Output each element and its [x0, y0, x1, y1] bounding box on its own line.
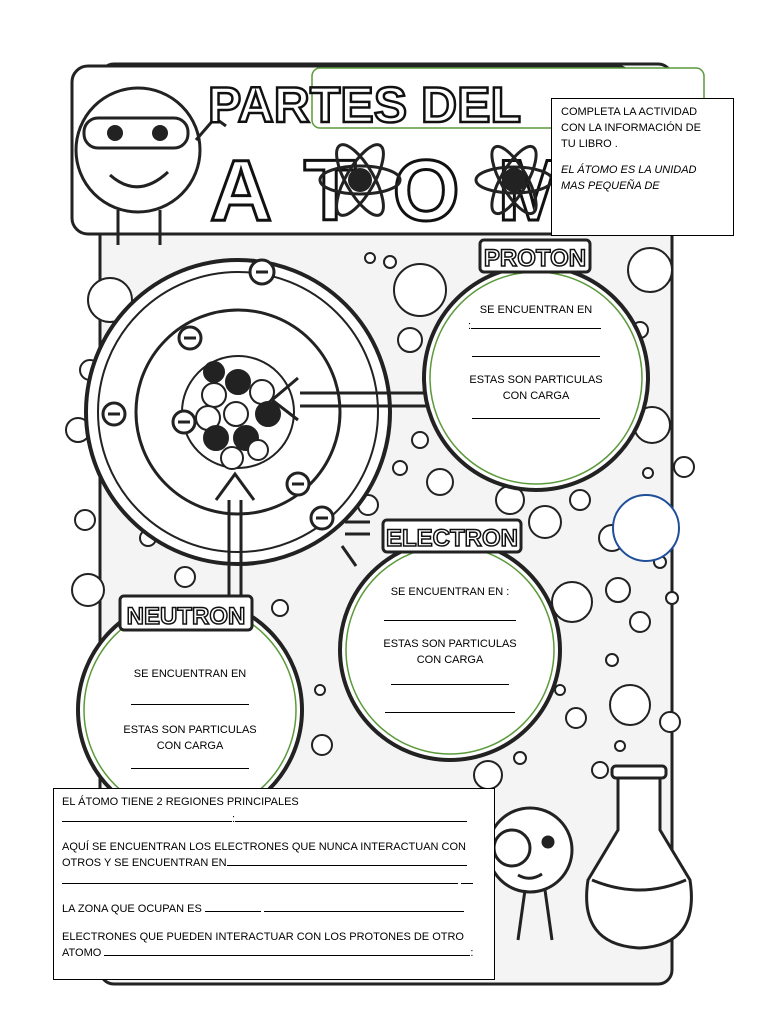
regions-blank-2b[interactable] [62, 873, 458, 884]
proton-banner-text: PROTON [484, 245, 586, 272]
neutron-text: SE ENCUENTRAN EN ESTAS SON PARTICULAS CO… [100, 666, 280, 774]
neutron-location-blank[interactable] [131, 694, 249, 705]
bubbles-decoration [65, 247, 695, 790]
regions-question-4a: ELECTRONES QUE PUEDEN INTERACTUAR CON LO… [62, 931, 464, 943]
regions-question-2b: OTROS Y SE ENCUENTRAN EN [62, 857, 227, 869]
instruction-line: COMPLETA LA ACTIVIDAD [561, 106, 698, 118]
regions-question-2a: AQUÍ SE ENCUENTRAN LOS ELECTRONES QUE NU… [62, 841, 467, 853]
regions-box: EL ÁTOMO TIENE 2 REGIONES PRINCIPALES : … [53, 788, 495, 980]
proton-banner [478, 238, 592, 274]
electron-marker [171, 409, 197, 435]
electron-banner [381, 518, 523, 554]
electron-charge-blank[interactable] [391, 674, 509, 685]
neutron-charge-line2: CON CARGA [156, 740, 224, 752]
electron-marker [177, 325, 203, 351]
instruction-line: CON LA INFORMACIÓN DE [561, 122, 701, 134]
scientist-mascot-icon [74, 86, 227, 245]
neutron-found-in: SE ENCUENTRAN EN [133, 668, 247, 680]
regions-blank-1a[interactable] [62, 811, 232, 822]
proton-charge-line2: CON CARGA [502, 390, 570, 402]
proton-charge-blank[interactable] [472, 408, 600, 419]
magnifier-mascot-icon [486, 806, 574, 941]
regions-question-4b: ATOMO [62, 947, 102, 959]
electron-text: SE ENCUENTRAN EN : ESTAS SON PARTICULAS … [360, 584, 540, 718]
electron-found-in: SE ENCUENTRAN EN : [390, 586, 510, 598]
proton-found-in: SE ENCUENTRAN EN [479, 304, 593, 316]
electron-marker [309, 505, 335, 531]
instructions-box: COMPLETA LA ACTIVIDAD CON LA INFORMACIÓN… [551, 98, 734, 236]
electron-banner-text: ELECTRON [386, 525, 518, 552]
regions-question-1: EL ÁTOMO TIENE 2 REGIONES PRINCIPALES [62, 796, 299, 808]
neutron-banner [118, 594, 254, 632]
neutron-charge-line1: ESTAS SON PARTICULAS [123, 724, 257, 736]
flask-icon [585, 764, 693, 950]
regions-blank-3a[interactable] [204, 901, 261, 912]
atom-icon-title-2 [474, 144, 554, 216]
regions-question-3: LA ZONA QUE OCUPAN ES [62, 903, 202, 915]
title-line1: PARTES DEL [208, 77, 521, 133]
electron-location-blank[interactable] [384, 610, 516, 621]
neutron-banner-text: NEUTRON [127, 603, 246, 630]
electron-marker [101, 401, 127, 427]
electron-charge-line2: CON CARGA [416, 654, 484, 666]
nucleus [195, 361, 281, 470]
electron-markers [101, 258, 335, 531]
electron-charge-line1: ESTAS SON PARTICULAS [383, 638, 517, 650]
electron-marker [285, 471, 311, 497]
regions-blank-2c[interactable] [461, 873, 474, 884]
proton-charge-line1: ESTAS SON PARTICULAS [469, 374, 603, 386]
electron-charge-blank-2[interactable] [385, 702, 515, 713]
regions-blank-3b[interactable] [263, 901, 464, 912]
proton-location-blank[interactable] [471, 318, 602, 329]
electron-marker [248, 258, 276, 286]
proton-text: SE ENCUENTRAN EN : ESTAS SON PARTICULAS … [446, 302, 626, 424]
instruction-italic: MAS PEQUEÑA DE [561, 180, 660, 192]
instruction-line: TU LIBRO . [561, 138, 618, 150]
arrow-neutron [214, 471, 256, 598]
arrow-proton [269, 376, 428, 422]
regions-blank-4[interactable] [104, 945, 471, 956]
instruction-italic: EL ÁTOMO ES LA UNIDAD [561, 164, 697, 176]
blue-bubble [612, 494, 680, 562]
regions-blank-1b[interactable] [235, 811, 468, 822]
atom-icon-title [318, 143, 402, 217]
proton-location-blank-2[interactable] [472, 346, 600, 357]
arrow-electron [340, 520, 370, 567]
neutron-charge-blank[interactable] [131, 758, 249, 769]
regions-blank-2a[interactable] [226, 855, 467, 866]
